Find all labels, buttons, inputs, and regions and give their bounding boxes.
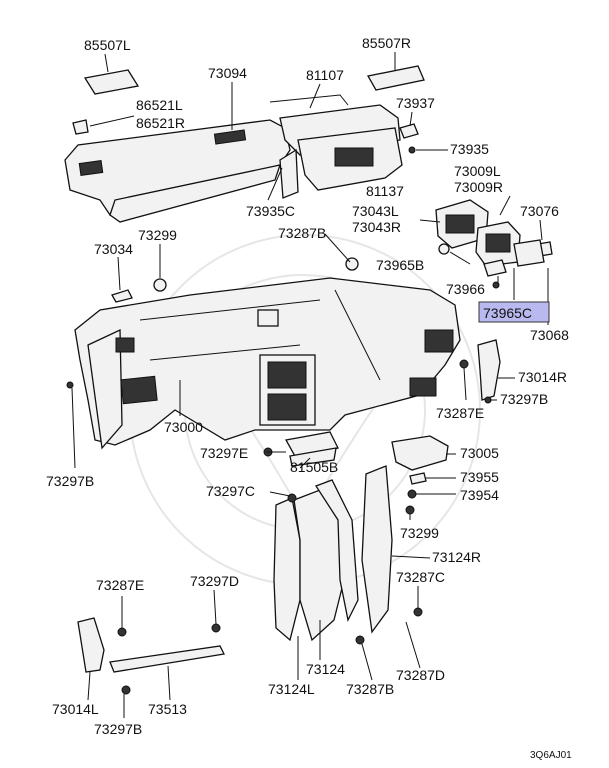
label-73297C: 73297C <box>206 483 255 499</box>
label-73287B-lower: 73287B <box>346 681 394 697</box>
part-73287C-bolt <box>413 607 423 617</box>
part-73005-bracket <box>391 435 449 471</box>
label-73297B-left: 73297B <box>46 473 94 489</box>
label-73000: 73000 <box>164 419 203 435</box>
label-86521R: 86521R <box>136 115 185 131</box>
label-73297B-right: 73297B <box>500 391 548 407</box>
label-73009L: 73009L <box>454 163 501 179</box>
label-73965C: 73965C <box>483 305 532 321</box>
part-73297B-bolt-l <box>66 381 74 389</box>
label-73094: 73094 <box>208 65 247 81</box>
part-73299-nut <box>153 278 167 292</box>
label-73014L: 73014L <box>52 701 99 717</box>
part-73954-nut <box>407 489 417 499</box>
part-73009-vent <box>435 199 521 267</box>
part-73000-instrument-panel <box>74 277 461 450</box>
label-73124L: 73124L <box>268 681 315 697</box>
part-73287E-bolt <box>459 359 469 369</box>
part-73965B-nut <box>438 243 450 255</box>
label-73287E-lower: 73287E <box>96 577 144 593</box>
label-73287D: 73287D <box>396 667 445 683</box>
label-73299-lower: 73299 <box>400 525 439 541</box>
label-73966: 73966 <box>446 281 485 297</box>
part-73094-upper-panel <box>64 119 291 223</box>
label-73287B: 73287B <box>278 225 326 241</box>
label-73954: 73954 <box>460 487 499 503</box>
part-73124-braces <box>273 465 393 642</box>
label-81107: 81107 <box>306 67 344 83</box>
label-73297D: 73297D <box>190 573 239 589</box>
label-73005: 73005 <box>460 445 499 461</box>
label-73009R: 73009R <box>454 179 503 195</box>
part-86521-clip <box>72 119 89 135</box>
label-85507L: 85507L <box>84 37 131 53</box>
part-73937-clip <box>399 123 419 139</box>
label-73935: 73935 <box>450 141 489 157</box>
label-81137: 81137 <box>366 183 404 199</box>
leader-lines <box>71 52 549 718</box>
part-73034-clip <box>111 289 133 303</box>
part-81137-glove-box <box>279 127 403 199</box>
figure-code: 3Q6AJ01 <box>530 750 572 761</box>
part-73014L-bracket <box>77 617 105 673</box>
label-73513: 73513 <box>148 701 187 717</box>
label-73043L: 73043L <box>352 203 399 219</box>
label-73014R: 73014R <box>518 369 567 385</box>
part-73297D-bolt <box>211 623 221 633</box>
label-81505B: 81505B <box>290 459 338 475</box>
label-73287E-right: 73287E <box>436 405 484 421</box>
label-73287C: 73287C <box>396 569 445 585</box>
highlight-73965C <box>478 301 550 323</box>
label-73955: 73955 <box>460 469 499 485</box>
label-73965B: 73965B <box>376 257 424 273</box>
label-73076: 73076 <box>520 203 559 219</box>
label-73034: 73034 <box>94 241 133 257</box>
part-labels: 85507L 85507R 73094 81107 73937 86521L 8… <box>46 35 572 761</box>
part-73287D-bolt <box>355 635 365 645</box>
label-73068: 73068 <box>530 327 569 343</box>
part-73299-nut-lower <box>405 505 415 515</box>
part-73297B-bolt-lower <box>121 685 131 695</box>
label-73297E: 73297E <box>200 445 248 461</box>
part-73068-bracket <box>513 239 545 267</box>
part-73014R-bracket <box>477 339 501 401</box>
label-73935C: 73935C <box>246 203 295 219</box>
label-73124: 73124 <box>306 661 345 677</box>
part-85507R-cover <box>366 65 425 91</box>
label-73297B-lower: 73297B <box>94 721 142 737</box>
part-73935-screw <box>408 146 416 154</box>
part-81505B-bracket <box>284 431 339 467</box>
part-85507L-cover <box>83 69 140 95</box>
label-73124R: 73124R <box>432 549 481 565</box>
part-73966-clip <box>483 259 507 277</box>
label-73937: 73937 <box>396 95 435 111</box>
label-86521L: 86521L <box>136 97 183 113</box>
label-85507R: 85507R <box>362 35 411 51</box>
part-73513-bar <box>109 645 225 673</box>
part-73287E-bolt-lower <box>117 627 127 637</box>
label-73043R: 73043R <box>352 219 401 235</box>
part-73955-clip <box>409 472 427 485</box>
label-73299: 73299 <box>138 227 177 243</box>
